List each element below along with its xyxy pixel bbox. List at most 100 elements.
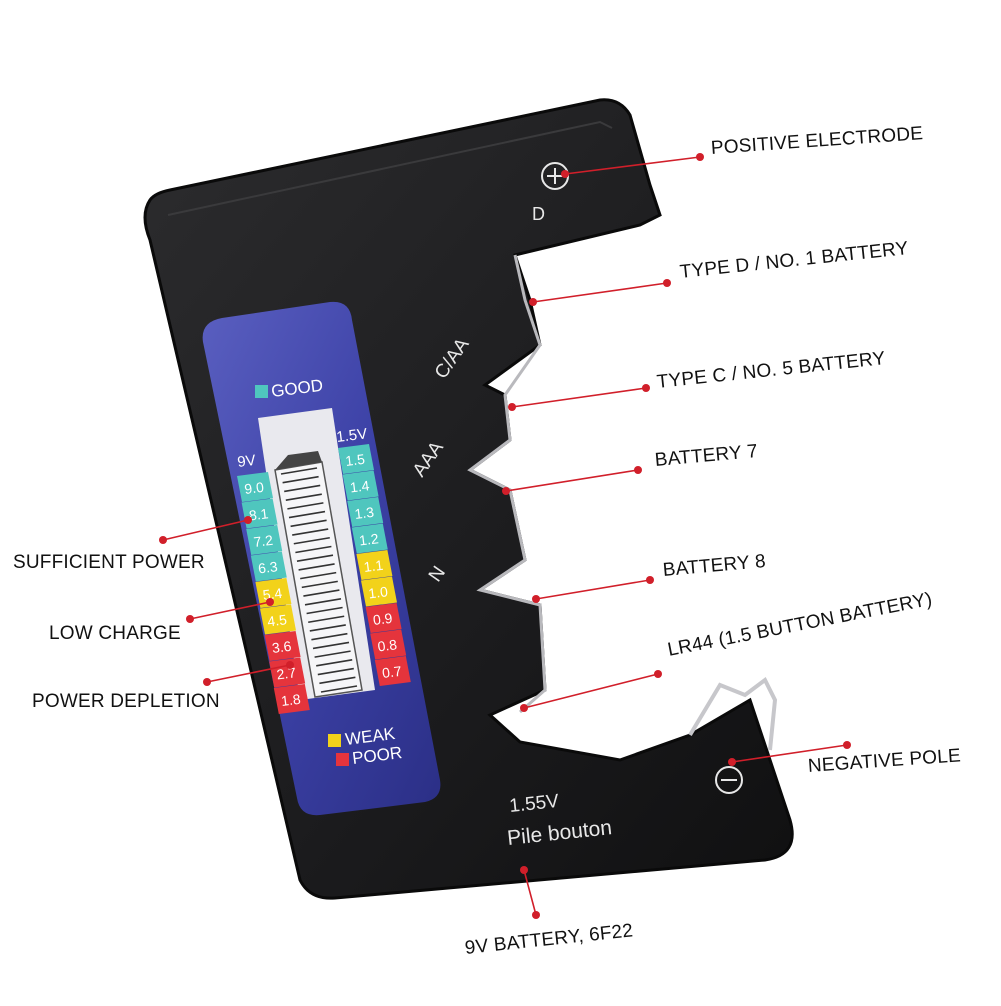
leader-dot-lr44 <box>520 704 528 712</box>
battery-gauge <box>258 408 375 700</box>
gauge-bar <box>288 510 326 519</box>
leader-dot-type-c <box>508 403 516 411</box>
lcd-15v-header: 1.5V <box>335 425 368 446</box>
bottom-voltage-text: 1.55V <box>508 791 560 817</box>
gauge-bar <box>314 650 351 658</box>
gauge-bar <box>290 519 327 528</box>
negative-contact-clip <box>688 676 778 751</box>
scale-9v-cell <box>250 551 287 582</box>
leader-dot-sufficient-power <box>159 536 167 544</box>
scale-9v-cell <box>246 525 283 555</box>
gauge-bar <box>301 580 338 589</box>
scale-15v-value: 0.7 <box>381 663 402 681</box>
scale-15v-cell <box>356 550 393 580</box>
scale-9v-cell <box>264 631 301 661</box>
scale-15v-value: 1.5 <box>344 451 365 469</box>
scale-9v-cell <box>255 578 292 608</box>
scale-15v-value: 0.9 <box>372 610 393 628</box>
scale-9v-value: 1.8 <box>280 691 301 709</box>
leader-dot-negative-pole <box>728 758 736 766</box>
leader-line-type-d <box>532 282 668 303</box>
gauge-bar <box>303 589 340 597</box>
leader-dot-battery8 <box>646 576 654 584</box>
leader-line-type-c <box>511 387 647 408</box>
leader-dot-9v-battery <box>520 866 528 874</box>
scale-9v-value: 4.5 <box>266 611 287 629</box>
leader-line-battery7 <box>505 469 639 492</box>
leader-dot-power-depletion <box>203 678 211 686</box>
gauge-bar <box>317 667 354 676</box>
scale-15v-cell <box>370 629 407 660</box>
leader-dot-battery8 <box>532 595 540 603</box>
leader-dot-type-d <box>663 279 671 287</box>
gauge-bar <box>316 659 353 667</box>
scale-9v-value: 5.4 <box>262 585 283 603</box>
gauge-bar <box>308 615 345 624</box>
metal-contact-spring <box>467 254 547 714</box>
gauge-bar <box>282 475 319 484</box>
gauge-bar <box>280 467 318 475</box>
gauge-bar <box>285 493 322 501</box>
gauge-bar <box>287 502 324 510</box>
lcd-9v-header: 9V <box>236 452 256 471</box>
gauge-bar <box>300 571 337 580</box>
gauge-bar <box>292 528 329 536</box>
scale-15v-cell <box>338 444 374 474</box>
leader-dot-power-depletion <box>286 661 294 669</box>
leader-dot-low-charge <box>186 615 194 623</box>
callout-sufficient-power: SUFFICIENT POWER <box>13 552 205 573</box>
scale-9v-cell <box>260 604 296 635</box>
scale-9v-value: 9.0 <box>243 479 264 497</box>
leader-dot-sufficient-power <box>244 516 252 524</box>
scale-9v-value: 6.3 <box>257 558 278 576</box>
scale-15v-value: 1.4 <box>349 477 370 495</box>
leader-line-battery8 <box>535 579 651 600</box>
scale-15v-value: 1.1 <box>363 557 384 575</box>
leader-line-lr44 <box>523 673 659 709</box>
gauge-bar <box>298 563 335 571</box>
scale-15v-value: 1.3 <box>354 504 375 522</box>
leader-line-negative-pole <box>731 744 848 763</box>
leader-dot-positive-electrode <box>696 153 704 161</box>
gauge-bar <box>284 484 321 493</box>
gauge-bar <box>320 685 358 693</box>
leader-line-9v-battery <box>523 869 537 916</box>
gauge-bar <box>295 545 332 554</box>
leader-line-power-depletion <box>206 664 291 683</box>
scale-15v-cell <box>351 523 388 554</box>
leader-dot-positive-electrode <box>561 170 569 178</box>
gauge-bar <box>293 536 330 545</box>
scale-9v-value: 7.2 <box>253 532 274 550</box>
scale-15v-cell <box>374 656 411 686</box>
scale-15v-value: 0.8 <box>377 636 398 654</box>
gauge-bar <box>296 554 334 562</box>
leader-dot-9v-battery <box>532 911 540 919</box>
leader-dot-low-charge <box>266 598 274 606</box>
gauge-bar <box>311 632 348 641</box>
scale-15v-cell <box>361 576 397 607</box>
leader-dot-negative-pole <box>843 741 851 749</box>
scale-9v-value: 3.6 <box>271 638 292 656</box>
leader-dot-battery7 <box>502 487 510 495</box>
scale-9v-cell <box>269 657 306 688</box>
gauge-bar <box>306 606 343 615</box>
leader-dot-type-c <box>642 384 650 392</box>
leader-dot-battery7 <box>634 466 642 474</box>
negative-terminal-icon <box>715 766 743 794</box>
gauge-bar <box>309 624 346 632</box>
scale-15v-cell <box>365 603 402 633</box>
callout-leader-lines <box>159 153 851 919</box>
scale-9v-cell <box>273 684 310 714</box>
gauge-bar <box>312 641 350 650</box>
scale-9v-value: 8.1 <box>248 505 269 523</box>
leader-dot-type-d <box>529 298 537 306</box>
slot-label-d: D <box>532 204 545 224</box>
scale-9v-value: 2.7 <box>276 664 297 682</box>
gauge-bar <box>319 676 356 685</box>
leader-line-positive-electrode <box>564 156 701 175</box>
scale-15v-value: 1.2 <box>358 530 379 548</box>
callout-low-charge: LOW CHARGE <box>49 623 181 644</box>
leader-line-sufficient-power <box>162 519 249 541</box>
